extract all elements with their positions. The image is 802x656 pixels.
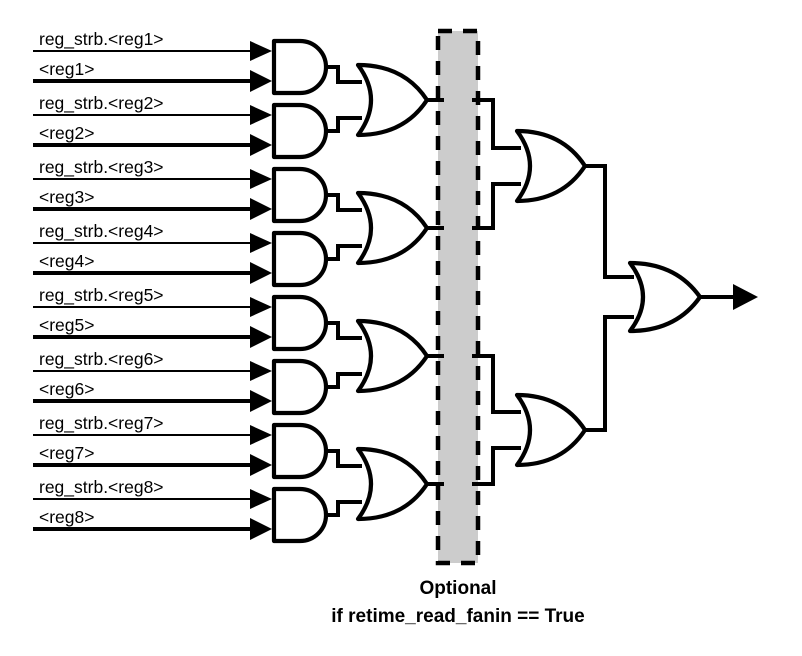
label-strobe-8: reg_strb.<reg8> [39, 477, 164, 498]
connector-box2-or5-bottom [472, 182, 521, 230]
or-stage1-to-box-wires [427, 98, 444, 486]
label-strobe-2: reg_strb.<reg2> [39, 93, 164, 114]
input-arrow-strobe-2 [250, 105, 272, 125]
label-data-4: <reg4> [39, 251, 94, 271]
and-gate-2 [271, 102, 329, 160]
or-gate-stage1-4 [355, 446, 430, 522]
connector-and8-or4 [326, 500, 362, 517]
connector-and6-or3 [326, 372, 362, 389]
label-strobe-5: reg_strb.<reg5> [39, 285, 164, 306]
input-wires-group [33, 41, 272, 540]
input-arrow-strobe-5 [250, 297, 272, 317]
and-to-or-connectors-group [326, 65, 362, 517]
box-to-or-stage2-wires [472, 98, 521, 486]
label-data-1: <reg1> [39, 59, 94, 79]
input-arrow-strobe-7 [250, 425, 272, 445]
label-data-7: <reg7> [39, 443, 94, 463]
input-arrow-data-2 [250, 134, 272, 156]
and-gate-3 [271, 166, 329, 224]
and-gate-1 [271, 38, 329, 96]
input-arrow-data-4 [250, 262, 272, 284]
label-strobe-7: reg_strb.<reg7> [39, 413, 164, 434]
input-labels-group: reg_strb.<reg1> <reg1> reg_strb.<reg2> <… [39, 29, 164, 527]
connector-or6-final-bottom [585, 315, 634, 432]
caption-group: Optional if retime_read_fanin == True [331, 578, 584, 627]
input-arrow-data-3 [250, 198, 272, 220]
caption-line-2: if retime_read_fanin == True [331, 606, 584, 627]
and-gates-group [271, 38, 329, 544]
label-data-3: <reg3> [39, 187, 94, 207]
input-arrow-strobe-1 [250, 41, 272, 61]
label-data-2: <reg2> [39, 123, 94, 143]
output-arrow [733, 284, 758, 310]
label-data-6: <reg6> [39, 379, 94, 399]
or-gate-stage1-2 [355, 190, 430, 266]
and-gate-4 [271, 230, 329, 288]
or-gate-final [627, 260, 703, 334]
connector-box3-or6-top [472, 354, 521, 414]
or-stage1-group [355, 62, 430, 522]
or-gate-stage2-2 [514, 392, 588, 468]
and-gate-7 [271, 422, 329, 480]
label-data-5: <reg5> [39, 315, 94, 335]
or-stage2-group [514, 128, 588, 468]
label-strobe-3: reg_strb.<reg3> [39, 157, 164, 178]
label-strobe-4: reg_strb.<reg4> [39, 221, 164, 242]
and-gate-8 [271, 486, 329, 544]
input-arrow-data-5 [250, 326, 272, 348]
optional-retime-box [435, 28, 481, 566]
and-gate-6 [271, 358, 329, 416]
or-gate-stage1-1 [355, 62, 430, 138]
input-arrow-data-8 [250, 518, 272, 540]
or-stage2-to-final-wires [585, 164, 634, 432]
connector-box1-or5-top [472, 98, 521, 150]
input-arrow-data-7 [250, 454, 272, 476]
connector-and4-or2 [326, 244, 362, 261]
caption-line-1: Optional [419, 578, 496, 599]
or-gate-stage1-3 [355, 318, 430, 394]
connector-and2-or1 [326, 116, 362, 133]
connector-box4-or6-bottom [472, 446, 521, 486]
connector-and5-or3 [326, 321, 362, 340]
input-arrow-data-1 [250, 70, 272, 92]
input-arrow-strobe-4 [250, 233, 272, 253]
connector-and7-or4 [326, 449, 362, 468]
input-arrow-strobe-8 [250, 489, 272, 509]
and-gate-5 [271, 294, 329, 352]
output-wire-group [700, 284, 758, 310]
label-strobe-6: reg_strb.<reg6> [39, 349, 164, 370]
input-arrow-strobe-3 [250, 169, 272, 189]
connector-and1-or1 [326, 65, 362, 84]
connector-or5-final-top [585, 164, 634, 279]
input-arrow-data-6 [250, 390, 272, 412]
connector-and3-or2 [326, 193, 362, 212]
input-arrow-strobe-6 [250, 361, 272, 381]
label-data-8: <reg8> [39, 507, 94, 527]
label-strobe-1: reg_strb.<reg1> [39, 29, 164, 50]
or-gate-stage2-1 [514, 128, 588, 204]
